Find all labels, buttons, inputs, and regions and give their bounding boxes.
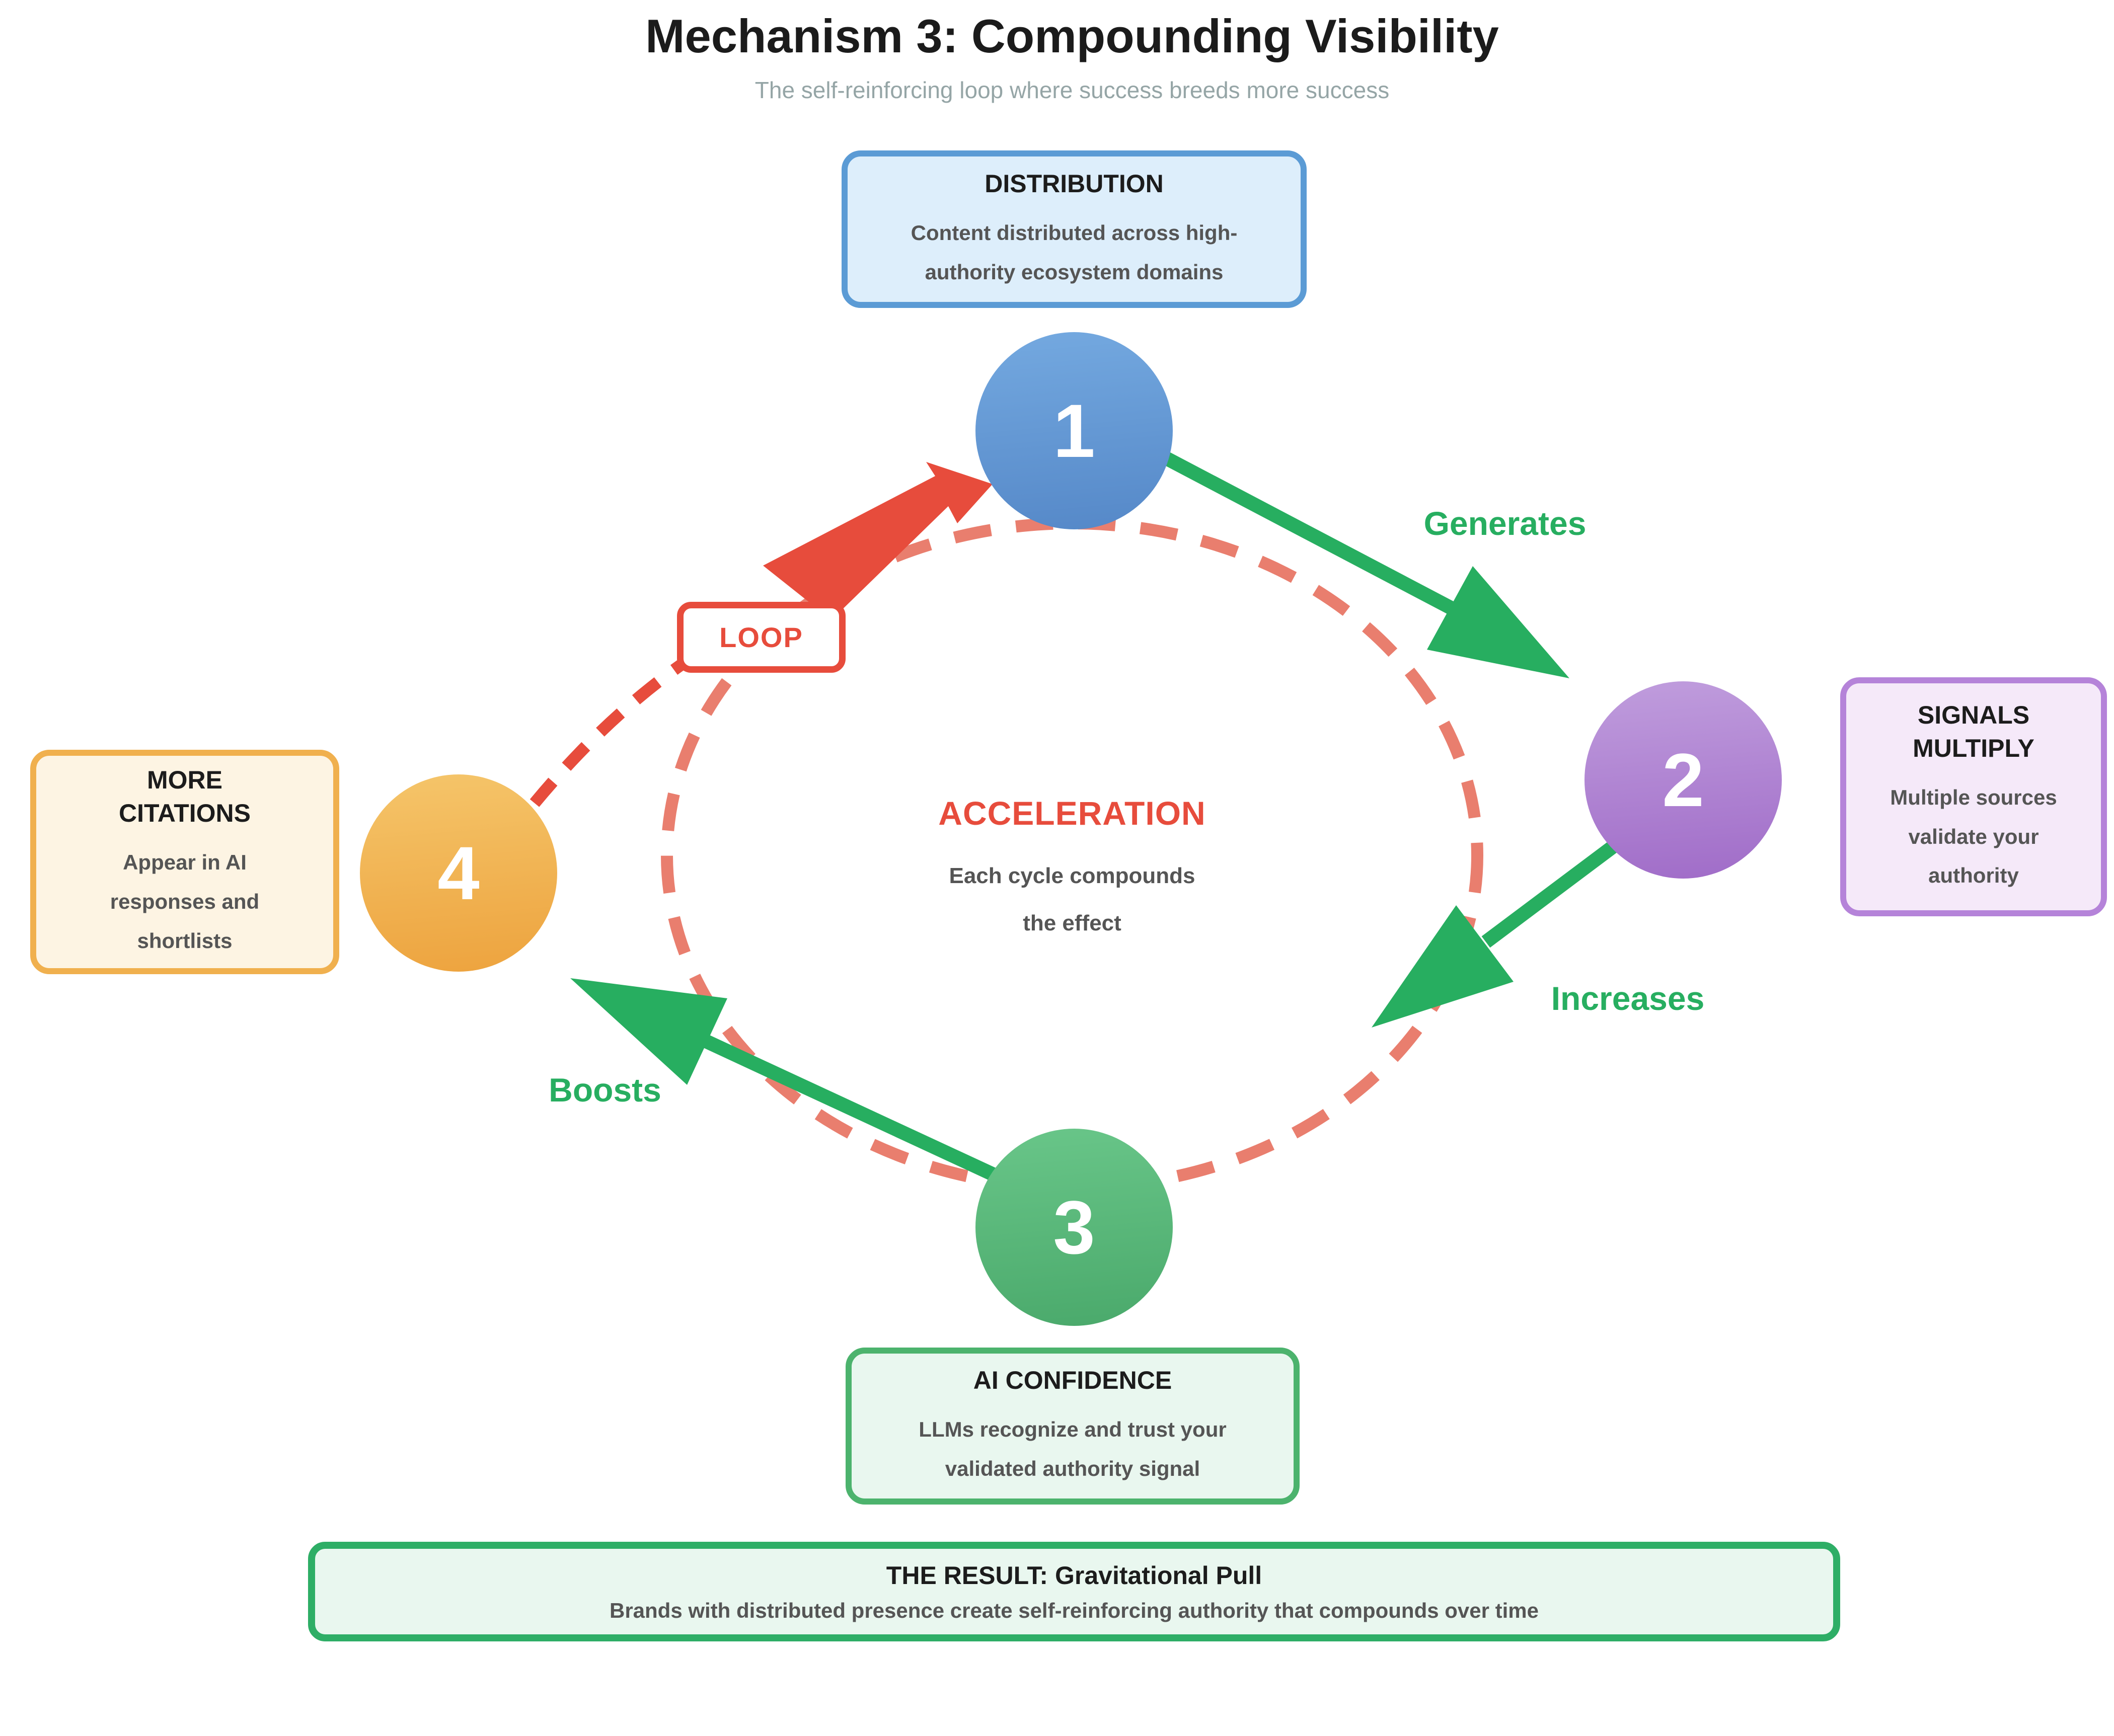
- more-citations-box: MORE CITATIONS Appear in AI responses an…: [30, 750, 339, 974]
- increases-arrow-shaft: [1481, 839, 1619, 948]
- distribution-box-body: Content distributed across high-authorit…: [911, 220, 1238, 284]
- generates-arrow-shaft: [1160, 450, 1458, 616]
- loop-dashed-connector: [530, 660, 684, 807]
- increases-arrowhead: [1372, 905, 1514, 1028]
- ai-confidence-box-title: AI CONFIDENCE: [973, 1366, 1172, 1395]
- result-box: THE RESULT: Gravitational Pull Brands wi…: [308, 1542, 1840, 1641]
- acceleration-body: Each cycle compounds the effect: [820, 852, 1324, 947]
- step-number-1: 1: [1053, 388, 1095, 473]
- signals-multiply-box-title: SIGNALS MULTIPLY: [1913, 700, 2034, 762]
- step-circle-1: 1: [975, 332, 1173, 529]
- step-number-4: 4: [437, 830, 480, 915]
- acceleration-body-line2: the effect: [1023, 911, 1121, 935]
- generates-arrowhead: [1427, 566, 1569, 678]
- loop-badge: LOOP: [677, 602, 846, 673]
- page-subtitle: The self-reinforcing loop where success …: [754, 77, 1390, 103]
- distribution-box-title: DISTRIBUTION: [985, 169, 1164, 198]
- step-number-3: 3: [1053, 1185, 1095, 1270]
- step-number-2: 2: [1662, 737, 1704, 822]
- page-title: Mechanism 3: Compounding Visibility: [645, 10, 1499, 62]
- step-circle-4: 4: [360, 774, 557, 972]
- result-box-body: Brands with distributed presence create …: [609, 1598, 1539, 1622]
- step-circle-3: 3: [975, 1129, 1173, 1326]
- more-citations-box-title: MORE CITATIONS: [118, 766, 251, 828]
- distribution-box: DISTRIBUTION Content distributed across …: [842, 150, 1307, 308]
- acceleration-body-line1: Each cycle compounds: [949, 863, 1195, 888]
- boosts-label: Boosts: [549, 1071, 661, 1109]
- generates-label: Generates: [1423, 505, 1587, 542]
- signals-multiply-box-body: Multiple sources validate your authority: [1890, 785, 2057, 888]
- signals-multiply-box: SIGNALS MULTIPLY Multiple sources valida…: [1840, 677, 2107, 916]
- boosts-arrowhead: [570, 978, 727, 1085]
- result-box-title: THE RESULT: Gravitational Pull: [886, 1561, 1262, 1590]
- increases-label: Increases: [1551, 980, 1705, 1017]
- boosts-arrow-shaft: [702, 1034, 1016, 1190]
- ai-confidence-box: AI CONFIDENCE LLMs recognize and trust y…: [846, 1348, 1300, 1505]
- more-citations-box-body: Appear in AI responses and shortlists: [110, 850, 260, 953]
- ai-confidence-box-body: LLMs recognize and trust your validated …: [919, 1417, 1227, 1480]
- step-circle-2: 2: [1584, 681, 1782, 879]
- loop-badge-label: LOOP: [719, 621, 803, 653]
- acceleration-title: ACCELERATION: [938, 795, 1206, 832]
- loop-feedback-arrow: [763, 462, 993, 620]
